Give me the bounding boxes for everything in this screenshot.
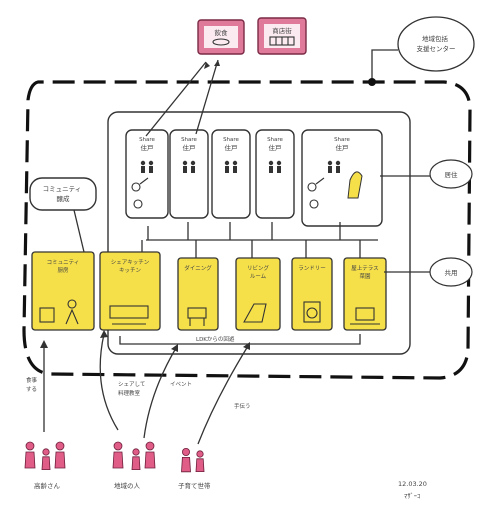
- facility-drops: [141, 240, 361, 258]
- facility: シェアキッチンキッチン: [99, 251, 161, 331]
- side-tag-lower: 共用: [429, 257, 473, 287]
- svg-text:共用: 共用: [445, 268, 458, 277]
- share-unit-small: Share: [267, 137, 283, 143]
- regional-support-connector: [371, 49, 398, 82]
- corridor-bracket: [119, 334, 361, 345]
- people-group: [112, 441, 156, 470]
- regional-support-text: 地域包括 支援センター: [417, 34, 456, 53]
- share-unit-label: 住戸: [336, 143, 350, 152]
- signature-date: 12.03.20: [398, 480, 427, 488]
- community-pointer: [73, 209, 85, 253]
- share-unit-label: 住戸: [141, 143, 155, 152]
- person-figure: [195, 450, 205, 472]
- person-figure: [131, 448, 141, 470]
- facility-label: ランドリー: [298, 265, 326, 272]
- facility-label: ダイニング: [184, 264, 212, 272]
- arrow-event: [143, 347, 177, 439]
- facility-label: シェアキッチンキッチン: [111, 259, 150, 274]
- share-unit-small: Share: [181, 137, 197, 143]
- share-unit-label: 住戸: [183, 143, 197, 152]
- signature-author: ﾏｻﾞｰｺ: [404, 492, 420, 500]
- arrow-to-top-left-2: [195, 59, 219, 135]
- outer-dashed-boundary: [22, 80, 472, 380]
- arrow-label-3: 手伝う: [234, 402, 251, 410]
- corridor-label: LDKからの回遊: [196, 335, 235, 343]
- arrow-label-2: イベント: [170, 381, 192, 388]
- share-unit-small: Share: [139, 137, 155, 143]
- top-box-right: 商店街: [257, 17, 307, 55]
- shared-facilities: コミュニティ厨房 シェアキッチンキッチン ダイニング リビングルーム ランドリー 屋上テラ…: [31, 251, 387, 331]
- facility: コミュニティ厨房: [31, 251, 95, 331]
- people-label-2: 子育て世帯: [178, 481, 211, 490]
- arrow-help: [197, 345, 249, 445]
- facility-label: リビングルーム: [247, 264, 270, 280]
- top-box-left: 飲食: [197, 19, 245, 55]
- person-figure: [24, 441, 36, 469]
- arrow-local: [99, 333, 119, 431]
- share-unit-small: Share: [334, 137, 350, 143]
- facility-label: コミュニティ厨房: [47, 259, 80, 274]
- people-group: [24, 441, 66, 470]
- regional-support-bubble: 地域包括 支援センター: [397, 16, 475, 72]
- person-figure: [41, 448, 51, 470]
- facility: ダイニング: [177, 257, 219, 331]
- facility: リビングルーム: [235, 257, 281, 331]
- facility: ランドリー: [291, 257, 333, 331]
- svg-text:コミュニティ 醸成: コミュニティ 醸成: [43, 185, 84, 203]
- people-group: [181, 447, 205, 473]
- top-box-right-label: 商店街: [272, 26, 292, 35]
- side-tag-upper: 居住: [429, 159, 473, 189]
- person-figure: [144, 441, 156, 469]
- community-bubble: コミュニティ 醸成: [29, 177, 97, 211]
- share-unit-small: Share: [223, 137, 239, 143]
- share-unit-label: 住戸: [225, 143, 239, 152]
- svg-text:居住: 居住: [445, 170, 459, 179]
- people-groups: [24, 441, 205, 473]
- top-box-left-label: 飲食: [215, 28, 229, 37]
- facility-label: 屋上テラス菜園: [351, 264, 378, 280]
- share-unit-label: 住戸: [269, 143, 283, 152]
- person-figure: [112, 441, 124, 469]
- arrow-label-0: 食事する: [26, 376, 38, 393]
- people-label-0: 高齢さん: [34, 481, 61, 490]
- arrow-to-top-left: [145, 61, 207, 137]
- facility: 屋上テラス菜園: [343, 257, 387, 331]
- arrow-label-1: シェアして料理教室: [118, 381, 145, 397]
- person-figure: [54, 441, 66, 469]
- person-figure: [181, 447, 191, 473]
- units-bus-line: [146, 222, 378, 241]
- people-label-1: 地域の人: [114, 481, 141, 490]
